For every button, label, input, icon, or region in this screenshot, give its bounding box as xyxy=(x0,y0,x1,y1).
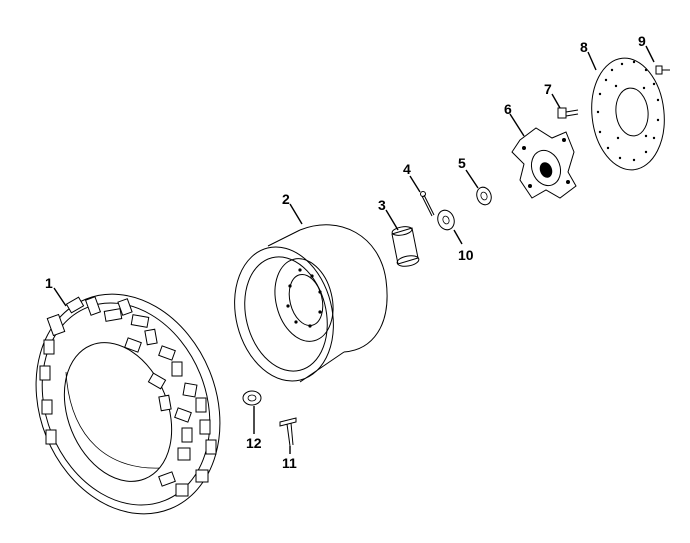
washer xyxy=(476,186,492,206)
brake-disc xyxy=(591,57,665,171)
callout-5: 5 xyxy=(458,155,466,171)
callout-10: 10 xyxy=(458,247,474,263)
callout-8: 8 xyxy=(580,39,588,55)
callout-2: 2 xyxy=(282,191,290,207)
callout-7: 7 xyxy=(544,81,552,97)
wheel-rim xyxy=(234,224,388,383)
tire xyxy=(35,293,221,515)
castle-nut xyxy=(437,209,455,231)
disc-bolt xyxy=(655,65,670,75)
callout-3: 3 xyxy=(378,197,386,213)
wheel-stud xyxy=(279,417,297,447)
leader-lines xyxy=(53,45,655,454)
callout-labels: 1 2 3 4 5 6 7 8 9 10 11 12 xyxy=(45,33,646,471)
callout-12: 12 xyxy=(246,435,262,451)
cotter-pin xyxy=(420,191,435,217)
wheel-hub xyxy=(511,127,577,199)
callout-6: 6 xyxy=(504,101,512,117)
callout-4: 4 xyxy=(403,161,411,177)
bolt xyxy=(557,107,579,119)
lug-nut xyxy=(242,390,262,406)
callout-11: 11 xyxy=(282,455,297,471)
callout-1: 1 xyxy=(45,275,53,291)
callout-9: 9 xyxy=(638,33,646,49)
spacer-cone xyxy=(391,226,420,267)
